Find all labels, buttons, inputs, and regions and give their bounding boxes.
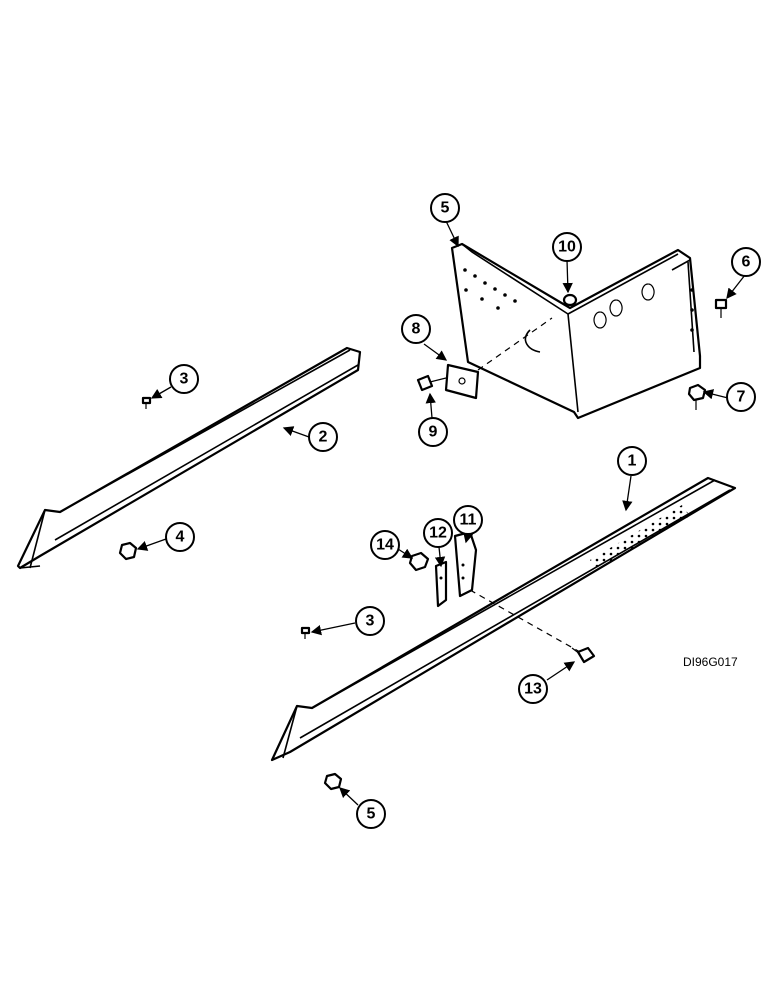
svg-text:9: 9	[429, 424, 438, 441]
plate	[444, 363, 480, 400]
bolt-6	[714, 298, 728, 318]
svg-text:6: 6	[742, 254, 751, 271]
svg-text:3: 3	[180, 371, 189, 388]
svg-text:3: 3	[366, 613, 375, 630]
bolt-9	[416, 374, 447, 392]
callout-3-lower: 3	[355, 606, 385, 636]
svg-text:2: 2	[319, 429, 328, 446]
callout-10: 10	[552, 232, 582, 262]
callout-3-upper: 3	[169, 364, 199, 394]
svg-text:12: 12	[429, 525, 447, 542]
bracket-12	[434, 560, 448, 608]
callout-12: 12	[423, 518, 453, 548]
svg-text:8: 8	[412, 321, 421, 338]
callout-2: 2	[308, 422, 338, 452]
callout-7: 7	[726, 382, 756, 412]
nut-7	[687, 383, 707, 410]
callout-1: 1	[617, 446, 647, 476]
callout-13: 13	[518, 674, 548, 704]
nut-4	[118, 541, 138, 561]
svg-text:5: 5	[367, 806, 376, 823]
callout-9: 9	[418, 417, 448, 447]
svg-text:11: 11	[460, 512, 477, 529]
callout-4: 4	[165, 522, 195, 552]
svg-text:1: 1	[628, 453, 637, 470]
bolt-10	[562, 293, 578, 307]
svg-text:13: 13	[524, 681, 542, 698]
callout-14: 14	[370, 530, 400, 560]
svg-text:10: 10	[558, 239, 576, 256]
nut-14	[408, 551, 430, 572]
callout-5-upper: 5	[430, 193, 460, 223]
bolt-3-upper	[141, 396, 152, 409]
bolt-13	[571, 646, 596, 664]
callout-8: 8	[401, 314, 431, 344]
vent-perforations	[590, 505, 690, 570]
right-side-rail	[270, 476, 737, 762]
left-side-rail	[16, 346, 362, 570]
shroud-bracket	[450, 242, 702, 420]
svg-text:14: 14	[376, 537, 394, 554]
nut-5-lower	[323, 772, 343, 791]
bolt-3-lower	[300, 626, 311, 639]
callout-11: 11	[453, 505, 483, 535]
svg-text:4: 4	[176, 529, 185, 546]
callout-5-lower: 5	[356, 799, 386, 829]
reference-code: DI96G017	[683, 655, 738, 669]
svg-text:5: 5	[441, 200, 450, 217]
callout-6: 6	[731, 247, 761, 277]
svg-text:7: 7	[737, 389, 746, 406]
